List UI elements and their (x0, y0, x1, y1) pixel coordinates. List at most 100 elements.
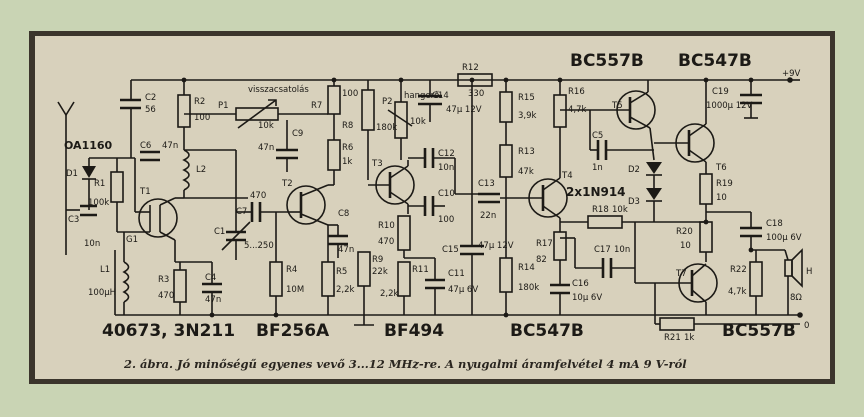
label-T6: T6 (715, 163, 727, 173)
label-C6: C6 (140, 141, 151, 151)
label-R20-value: 10 (680, 241, 691, 251)
label-C8: C8 (338, 209, 349, 219)
label-P1-value: 10k (258, 121, 274, 131)
type-label-t7: BC557B (722, 321, 796, 341)
label-L1: L1 (100, 265, 110, 275)
label-P1: P1 (218, 101, 229, 111)
label-C12-value: 10n (438, 163, 454, 173)
label-R12: R12 (462, 63, 479, 73)
label-C14-value: 47µ 12V (446, 105, 482, 115)
component-labels: OA1160 D1 R1 100k C3 10n T1 G1 L1 100µH … (64, 63, 812, 343)
label-hangero: hangerő (404, 91, 439, 101)
type-label-t6: BC547B (678, 51, 752, 71)
label-C10-value: 100 (438, 215, 454, 225)
label-C4: C4 (205, 273, 216, 283)
label-P2-value: 180k (376, 123, 397, 133)
label-R4: R4 (286, 265, 297, 275)
label-speaker: H (806, 267, 812, 277)
label-R10: R10 (378, 221, 395, 231)
label-C9: C9 (292, 129, 303, 139)
label-T5: T5 (611, 101, 623, 111)
label-T1: T1 (139, 187, 151, 197)
label-R9-value: 22k (372, 267, 388, 277)
label-R2: R2 (194, 97, 205, 107)
label-OA1160: OA1160 (64, 139, 113, 152)
label-R1: R1 (94, 179, 105, 189)
label-C2: C2 (145, 93, 156, 103)
label-C2-value: 56 (145, 105, 156, 115)
label-C7: C7 (236, 207, 247, 217)
label-R12-value: 330 (468, 89, 484, 99)
D1-diode (82, 158, 96, 210)
label-C4-value: 47n (205, 295, 221, 305)
label-C15: C15 (442, 245, 459, 255)
label-C19: C19 (712, 87, 729, 97)
label-R10-value: 470 (378, 237, 394, 247)
label-R15: R15 (518, 93, 535, 103)
figure-caption: 2. ábra. Jó minőségű egyenes vevő 3...12… (123, 357, 687, 371)
label-R18: R18 (592, 205, 609, 215)
transistor-type-labels: 40673, 3N211 BF256A BF494 BC547B BC557B … (102, 51, 796, 341)
label-C5-value: 1n (592, 163, 603, 173)
type-label-t4: BC547B (510, 321, 584, 341)
label-R5: R5 (336, 267, 347, 277)
label-D3: D3 (628, 197, 640, 207)
label-C7-value: 470 (250, 191, 266, 201)
label-R17: R17 (536, 239, 553, 249)
label-T4: T4 (561, 171, 573, 181)
label-C15-value: 47µ 12V (478, 241, 514, 251)
type-label-t1: 40673, 3N211 (102, 321, 235, 341)
label-R14-value: 180k (518, 283, 539, 293)
label-R21-value: 1k (684, 333, 694, 343)
T2-transistor (286, 185, 326, 225)
label-C17-value: 10n (614, 245, 630, 255)
label-R2-value: 100 (194, 113, 210, 123)
label-C12: C12 (438, 149, 455, 159)
label-T2: T2 (281, 179, 293, 189)
type-label-t2: BF256A (256, 321, 330, 341)
label-R21: R21 (664, 333, 681, 343)
label-R9: R9 (372, 255, 383, 265)
label-T7: T7 (675, 269, 687, 279)
label-R13: R13 (518, 147, 535, 157)
label-R7: R7 (311, 101, 322, 111)
label-R3-value: 470 (158, 291, 174, 301)
label-R7-value: 100 (342, 89, 358, 99)
label-C3-value: 10n (84, 239, 100, 249)
label-C3: C3 (68, 215, 79, 225)
label-D2: D2 (628, 165, 640, 175)
label-R5-value: 2,2k (336, 285, 355, 295)
type-label-t3: BF494 (384, 321, 444, 341)
label-R4-value: 10M (286, 285, 304, 295)
circuit (57, 73, 803, 331)
label-R8: R8 (342, 121, 353, 131)
label-C1: C1 (214, 227, 225, 237)
label-zero: 0 (804, 321, 809, 331)
label-supply: +9V (782, 69, 801, 79)
label-C19-value: 1000µ 12V (706, 101, 753, 111)
label-L2: L2 (196, 165, 206, 175)
label-R19-value: 10 (716, 193, 727, 203)
label-visszacsatolas: visszacsatolás (248, 85, 309, 95)
label-speaker-value: 8Ω (790, 293, 802, 303)
label-R11: R11 (412, 265, 429, 275)
label-C17: C17 (594, 245, 611, 255)
label-R20: R20 (676, 227, 693, 237)
label-R22: R22 (730, 265, 747, 275)
label-C16: C16 (572, 279, 589, 289)
label-R19: R19 (716, 179, 733, 189)
label-R6-value: 1k (342, 157, 352, 167)
label-C14: C14 (432, 91, 449, 101)
label-C9-value: 47n (258, 143, 274, 153)
label-R18-value: 10k (612, 205, 628, 215)
label-C18-value: 100µ 6V (766, 233, 802, 243)
label-C1-value: 5...250 (244, 241, 274, 251)
T1-transistor (138, 198, 178, 238)
label-C11-value: 47µ 6V (448, 285, 478, 295)
label-C10: C10 (438, 189, 455, 199)
antenna-symbol (57, 101, 75, 210)
label-R16-value: 4,7k (568, 105, 587, 115)
label-C13: C13 (478, 179, 495, 189)
label-C8-value: 47n (338, 245, 354, 255)
